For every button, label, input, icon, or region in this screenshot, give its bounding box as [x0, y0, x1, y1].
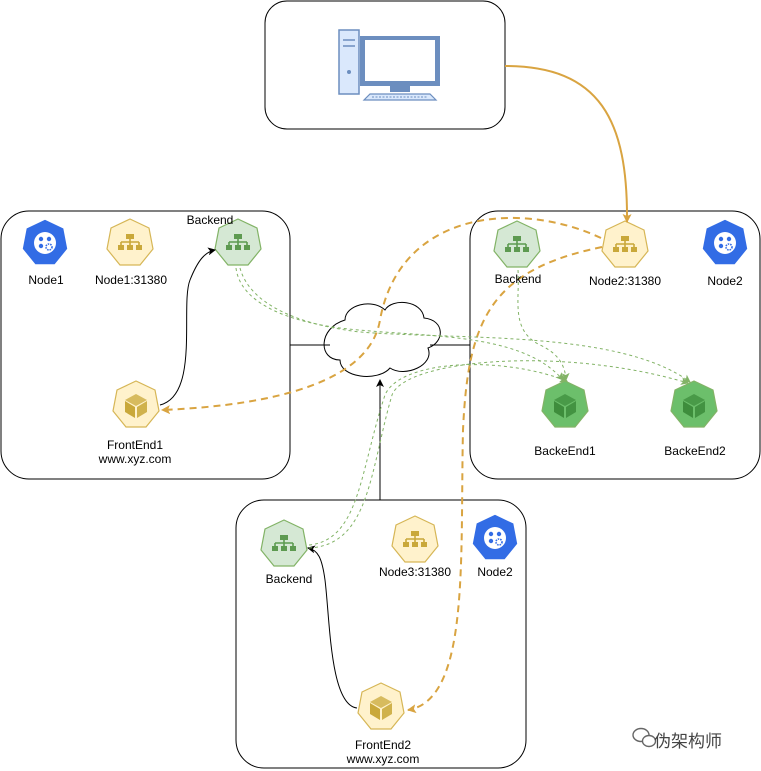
node2-to-frontend1-arrow [161, 216, 602, 415]
node3-k8s-icon [471, 513, 519, 561]
frontend2-url: www.xyz.com [346, 752, 420, 766]
node2-to-frontend2-arrow [407, 246, 603, 714]
node1-k8s-icon [21, 218, 69, 266]
node1-label: Node1 [28, 273, 64, 287]
node3-backend-to-backend2 [308, 360, 689, 549]
node3-backend-to-backend1 [308, 364, 568, 546]
watermark: 伪架构师 [630, 727, 722, 752]
node1-backend-to-backend1-a [235, 267, 564, 381]
node2-port-label: Node2:31380 [588, 274, 662, 288]
node2-k8s-icon [701, 218, 749, 266]
node2-label: Node2 [707, 274, 743, 288]
backend-label-node1: Backend [186, 213, 234, 227]
backend1-label: BackeEnd1 [534, 444, 596, 458]
node3-port-label: Node3:31380 [378, 565, 452, 579]
client-to-node2-arrow [504, 65, 632, 223]
frontend1-label: FrontEnd1 [106, 438, 164, 452]
frontend2-to-backend-arrow [307, 545, 358, 709]
watermark-text: 伪架构师 [654, 732, 722, 752]
node1-port-label: Node1:31380 [94, 273, 168, 287]
wechat-icon [632, 727, 657, 748]
node3-box [235, 499, 527, 769]
cloud-icon [323, 302, 441, 377]
backend-label-node3: Backend [265, 572, 313, 586]
backend-label-node2: Backend [494, 272, 542, 286]
node2-label-bottom: Node2 [477, 565, 513, 579]
frontend2-label: FrontEnd2 [354, 738, 412, 752]
frontend1-to-backend-arrow [159, 247, 216, 406]
node1-backend-to-backend2-a [239, 267, 691, 383]
frontend1-url: www.xyz.com [98, 452, 172, 466]
backend2-label: BackeEnd2 [664, 444, 726, 458]
computer-icon [338, 29, 440, 101]
